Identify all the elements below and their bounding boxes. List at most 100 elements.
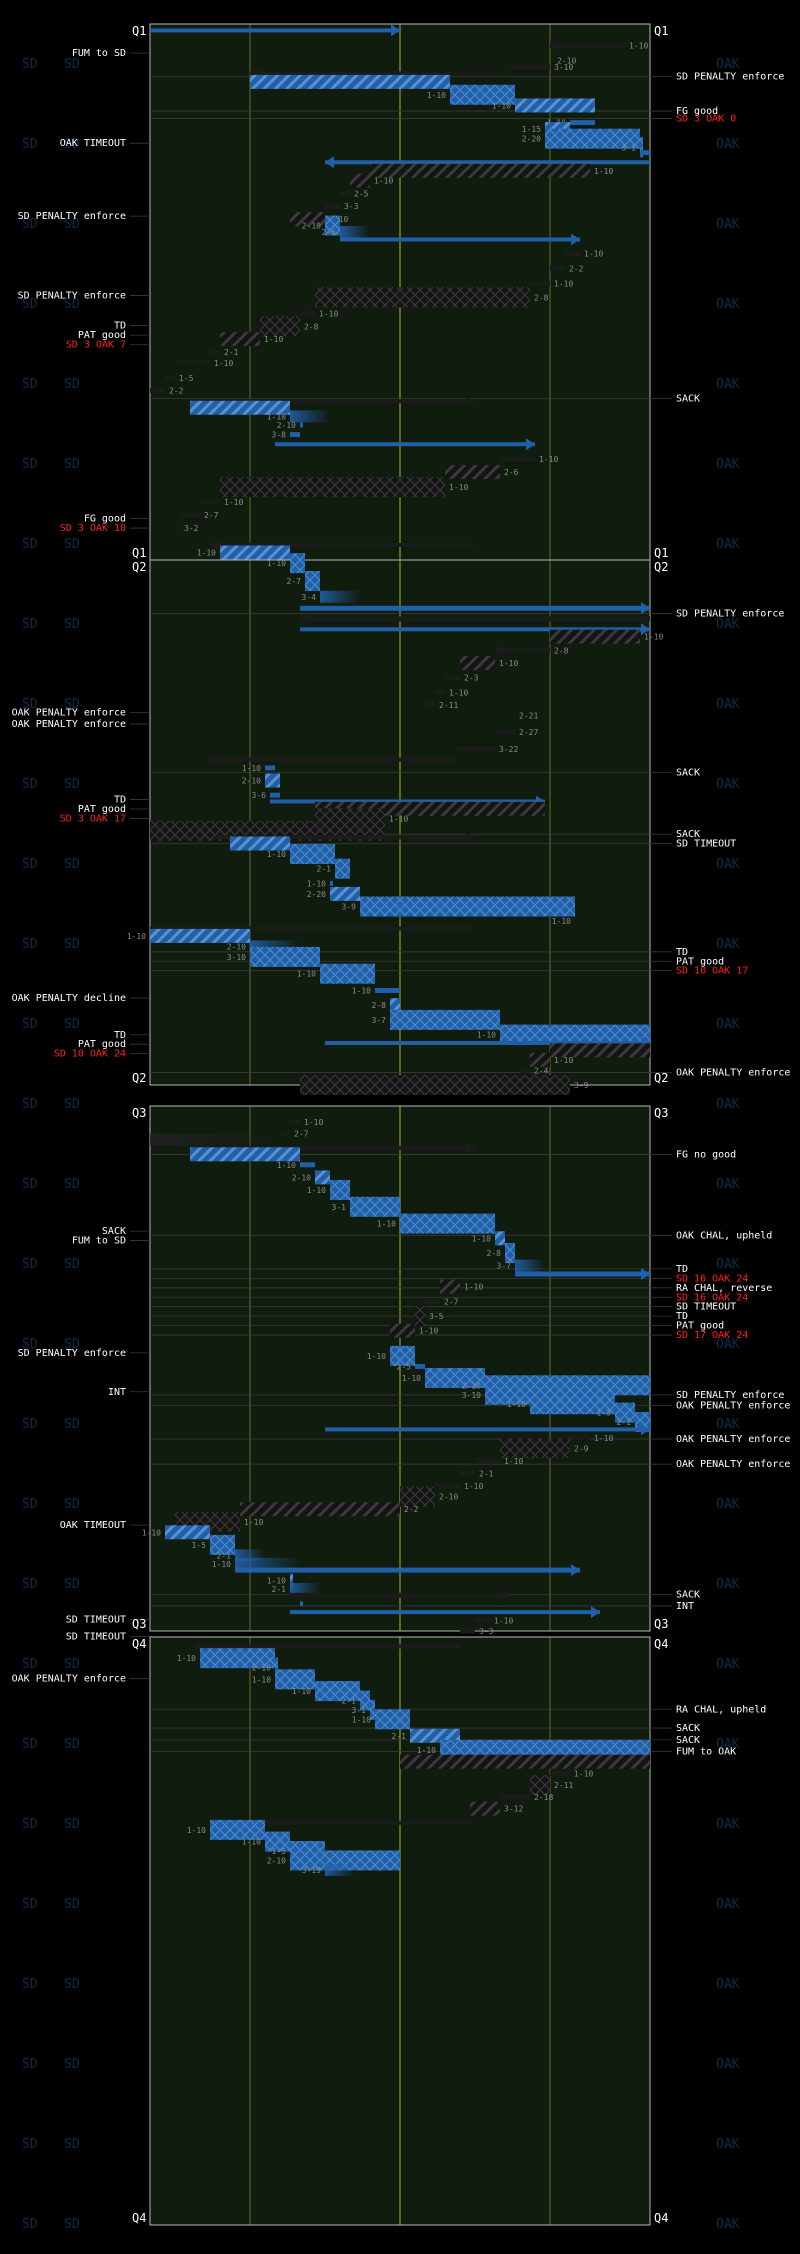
play-arrowhead bbox=[591, 1606, 600, 1619]
watermark-text: SD bbox=[22, 1417, 38, 1432]
down-label: 1-10 bbox=[127, 932, 146, 941]
down-label: 2-7 bbox=[444, 1297, 459, 1306]
down-label: 1-5 bbox=[272, 1847, 287, 1856]
event-annotation: SD TIMEOUT bbox=[676, 839, 736, 850]
event-annotation: PAT good bbox=[78, 804, 126, 815]
play-bar bbox=[300, 1601, 303, 1607]
play-bar bbox=[375, 988, 400, 993]
play-bar bbox=[325, 203, 340, 209]
down-label: 1-3 bbox=[597, 1409, 612, 1418]
down-label: 1-10 bbox=[142, 1528, 161, 1537]
down-label: 3-9 bbox=[342, 903, 357, 912]
down-label: 2-20 bbox=[522, 135, 541, 144]
down-label: 2-7 bbox=[287, 577, 302, 586]
down-label: 3-1 bbox=[352, 1706, 367, 1715]
watermark-text: SD bbox=[22, 937, 38, 952]
play-bar bbox=[440, 1279, 460, 1294]
down-label: 1-10 bbox=[352, 987, 371, 996]
play-bar bbox=[375, 1709, 410, 1730]
watermark-text: SD bbox=[22, 1337, 38, 1352]
event-annotation: PAT good bbox=[676, 1321, 724, 1332]
watermark-text: SD bbox=[22, 537, 38, 552]
event-annotation: FG no good bbox=[676, 1149, 736, 1160]
event-annotation: TD bbox=[676, 947, 688, 958]
down-label: 1-10 bbox=[224, 498, 243, 507]
down-label: 1-10 bbox=[319, 309, 338, 318]
watermark-text: SD bbox=[64, 297, 80, 312]
watermark-text: SD bbox=[64, 2057, 80, 2072]
watermark-text: SD bbox=[64, 777, 80, 792]
watermark-text: SD bbox=[64, 1177, 80, 1192]
play-bar bbox=[515, 1271, 650, 1277]
play-bar bbox=[435, 689, 445, 695]
watermark-text: OAK bbox=[716, 1017, 740, 1032]
event-annotation: SACK bbox=[676, 393, 700, 404]
field-border bbox=[149, 1105, 651, 1632]
play-bar bbox=[250, 71, 510, 76]
play-bar bbox=[150, 1133, 280, 1146]
play-bar bbox=[340, 225, 370, 238]
play-bar bbox=[315, 287, 530, 308]
play-bar bbox=[260, 316, 300, 337]
play-bar bbox=[330, 1180, 350, 1200]
play-bar bbox=[175, 360, 210, 366]
watermark-text: SD bbox=[64, 137, 80, 152]
watermark-text: OAK bbox=[716, 1577, 740, 1592]
down-label: 2-1 bbox=[342, 1697, 357, 1706]
watermark-text: SD bbox=[64, 1737, 80, 1752]
event-annotation: OAK PENALTY enforce bbox=[12, 707, 126, 718]
watermark-text: SD bbox=[64, 457, 80, 472]
quarter-label: Q4 bbox=[654, 1637, 668, 1651]
watermark-text: SD bbox=[64, 1417, 80, 1432]
down-label: 1-10 bbox=[377, 1220, 396, 1229]
play-bar bbox=[150, 926, 475, 931]
play-arrowhead bbox=[466, 1142, 475, 1154]
watermark-text: SD bbox=[22, 1817, 38, 1832]
watermark-text: SD bbox=[22, 2217, 38, 2232]
watermark-text: SD bbox=[22, 57, 38, 72]
event-annotation: FUM to SD bbox=[72, 48, 126, 59]
quarter-label: Q4 bbox=[654, 2211, 668, 2225]
play-bar bbox=[495, 729, 515, 735]
play-bar bbox=[325, 160, 650, 165]
play-bar bbox=[445, 465, 500, 480]
play-arrowhead bbox=[300, 612, 309, 625]
play-bar bbox=[165, 375, 175, 381]
event-annotation: TD bbox=[676, 1264, 688, 1275]
down-label: 2-1 bbox=[217, 1551, 232, 1560]
quarter-label: Q2 bbox=[132, 1071, 146, 1085]
watermark-text: SD bbox=[64, 1977, 80, 1992]
play-bar bbox=[530, 1775, 550, 1796]
play-bar bbox=[390, 1009, 500, 1030]
score-annotation: SD 3 OAK 0 bbox=[676, 114, 736, 125]
down-label: 1-10 bbox=[494, 1617, 513, 1626]
play-bar bbox=[290, 432, 300, 438]
down-label: 1-15 bbox=[522, 125, 541, 134]
watermark-text: SD bbox=[22, 1097, 38, 1112]
watermark-text: SD bbox=[22, 377, 38, 392]
watermark-text: OAK bbox=[716, 297, 740, 312]
watermark-text: SD bbox=[22, 857, 38, 872]
play-bar bbox=[190, 399, 475, 404]
play-bar bbox=[275, 442, 535, 447]
down-label: 1-10 bbox=[427, 91, 446, 100]
play-bar bbox=[360, 896, 575, 917]
down-label: 1-10 bbox=[307, 879, 326, 888]
down-label: 1-10 bbox=[297, 970, 316, 979]
down-label: 1-10 bbox=[187, 1826, 206, 1835]
play-bar bbox=[415, 1363, 425, 1369]
play-bar bbox=[290, 844, 335, 864]
watermark-text: SD bbox=[64, 697, 80, 712]
event-annotation: OAK CHAL, upheld bbox=[676, 1230, 772, 1241]
score-annotation: SD 10 OAK 17 bbox=[676, 966, 748, 977]
event-annotation: OAK TIMEOUT bbox=[60, 1520, 126, 1531]
play-bar bbox=[485, 1384, 530, 1405]
play-bar bbox=[325, 215, 340, 236]
down-label: 1-10 bbox=[449, 483, 468, 492]
watermark-text: SD bbox=[64, 2137, 80, 2152]
down-label: 1-10 bbox=[507, 1400, 526, 1409]
down-label: 3-1 bbox=[622, 143, 637, 152]
down-label: 1-10 bbox=[472, 1234, 491, 1243]
play-bar bbox=[530, 280, 550, 286]
play-bar bbox=[190, 400, 290, 415]
